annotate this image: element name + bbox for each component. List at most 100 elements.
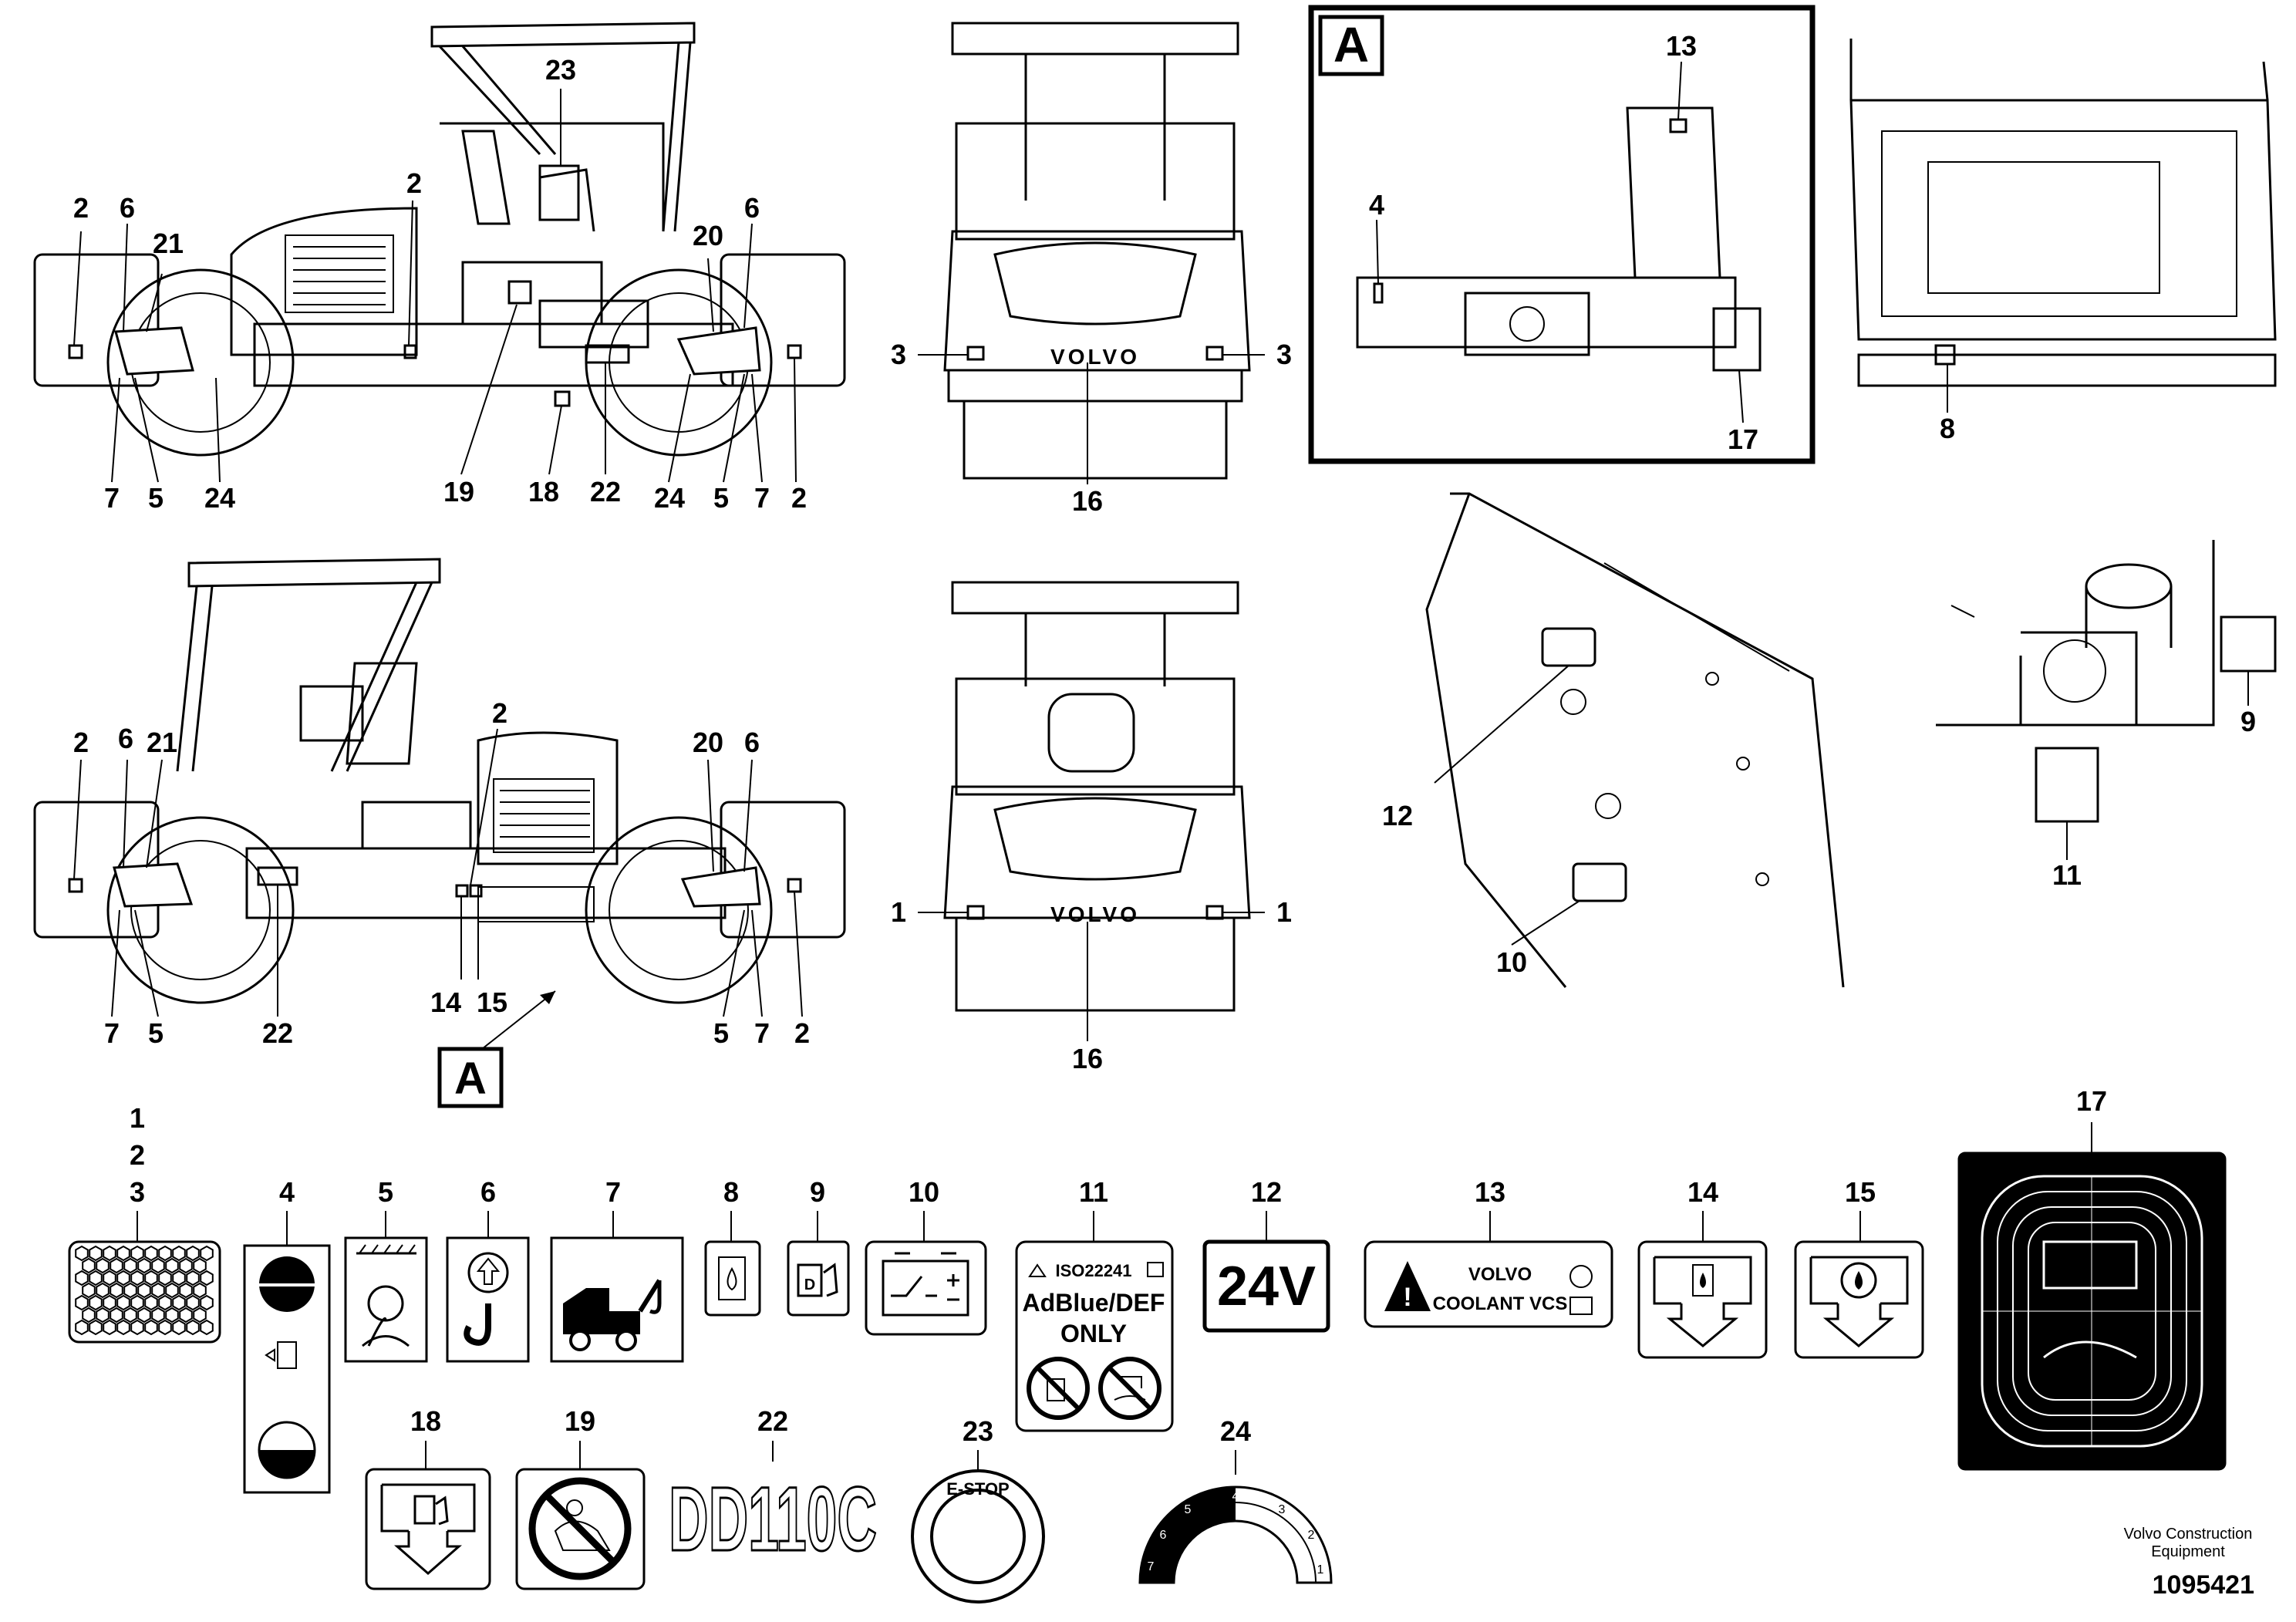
decal-number: 12 [1251,1176,1282,1208]
callout: 2 [406,167,422,199]
callout: 6 [744,192,760,224]
decal-number: 24 [1220,1415,1251,1447]
grille [500,790,590,838]
side-view-bottom-callouts: 2 6 21 2 20 6 7 5 22 14 15 5 7 2 A [73,697,810,1104]
voltage-label: 24V [1217,1256,1316,1317]
callout: 2 [73,727,89,758]
model-name-decal: DD110C [668,1468,878,1572]
hex-cell [165,1307,179,1324]
hex-cell [200,1294,214,1311]
estop-label: E-STOP [946,1479,1010,1499]
frame-view [1849,39,2277,413]
hex-cell [96,1257,110,1274]
hex-cell [193,1282,207,1299]
hex-cell [179,1307,193,1324]
coolant-label: COOLANT VCS [1433,1293,1568,1314]
hex-cell [130,1294,144,1311]
view-a-marker: A [454,1054,487,1104]
oil-drain-decal [1794,1240,1924,1359]
callout: 5 [713,1017,729,1049]
callout: 6 [744,727,760,758]
hexagon-reflector-decal [68,1240,221,1344]
hex-cell [123,1282,137,1299]
lifting-point-decal [446,1236,530,1363]
hex-cell [144,1294,158,1311]
callout: 11 [2052,859,2082,891]
decal-number: 10 [909,1176,939,1208]
dial-mark: 4 [1232,1490,1239,1503]
hex-cell [82,1257,96,1274]
hex-cell [89,1319,103,1336]
hex-cell [137,1257,151,1274]
callout: 1 [1276,896,1292,928]
callout: 17 [1728,423,1758,455]
callout: 7 [754,482,770,514]
callout: 1 [891,896,906,928]
hex-cell [144,1270,158,1286]
hex-cell [165,1257,179,1274]
decal-number: 9 [810,1176,825,1208]
adblue-label: AdBlue/DEF [1023,1289,1165,1317]
brand-text: VOLVO [1050,345,1140,369]
hex-cell [75,1319,89,1336]
hex-cell [123,1307,137,1324]
hex-cell [193,1307,207,1324]
callout: 21 [153,228,184,259]
dial-mark: 2 [1308,1529,1315,1542]
hex-cell [103,1294,116,1311]
dial-mark: 5 [1185,1503,1192,1516]
callout: 13 [1666,30,1697,62]
fuel-drain-decal [365,1468,491,1590]
callout: 19 [443,476,474,508]
hex-cell [82,1307,96,1324]
decal-number: 1 [130,1102,145,1134]
hex-cell [179,1257,193,1274]
only-label: ONLY [1060,1320,1127,1347]
hex-cell [158,1294,172,1311]
decal-number: 15 [1845,1176,1876,1208]
hex-cell [193,1257,207,1274]
decal-number: 5 [378,1176,393,1208]
fluid-level-decal [243,1244,331,1494]
hex-cell [200,1319,214,1336]
hex-cell [158,1245,172,1262]
fuse-diagram-decal [1957,1152,2227,1471]
hex-cell [82,1282,96,1299]
hex-cell [151,1307,165,1324]
hex-cell [96,1282,110,1299]
hex-cell [186,1245,200,1262]
hex-cell [172,1319,186,1336]
brand-text: VOLVO [1050,902,1140,926]
callout: 6 [118,723,133,754]
callout: 9 [2240,706,2256,737]
decal-number: 2 [130,1139,145,1171]
hex-cell [96,1307,110,1324]
hex-cell [144,1319,158,1336]
callout: 22 [262,1017,293,1049]
hex-cell [186,1319,200,1336]
decal-number: 3 [130,1176,145,1208]
hex-cell [89,1270,103,1286]
callout: 7 [104,1017,120,1049]
hex-cell [116,1245,130,1262]
callout: 20 [693,727,723,758]
callout: 12 [1382,800,1413,831]
hex-cell [165,1282,179,1299]
callout: 7 [104,482,120,514]
tie-down-decal [344,1236,428,1363]
side-view-bottom [33,558,846,1108]
volvo-label: VOLVO [1468,1264,1532,1285]
hex-cell [110,1307,123,1324]
adblue-def-decal: ISO22241 AdBlue/DEF ONLY [1015,1240,1174,1432]
fuel-fill-decal: D [787,1240,850,1317]
callout: 21 [147,727,177,758]
document-number: 1095421 [2152,1570,2254,1600]
hex-cell [151,1257,165,1274]
hex-cell [172,1294,186,1311]
callout: 5 [148,482,164,514]
tank-closeup [1936,540,2277,860]
decal-catalog: 1 2 3 4 5 6 [68,1085,2227,1603]
hex-cell [123,1257,137,1274]
callout: 18 [528,476,559,508]
decal-number: 6 [480,1176,496,1208]
